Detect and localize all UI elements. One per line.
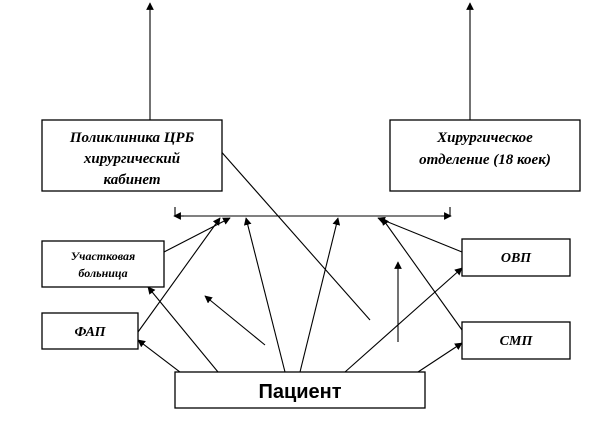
arrow-patient-to-fap [137,339,181,373]
arrow-fap-to-bus [137,217,221,333]
surgery-line1: Хирургическое [436,130,533,146]
arrow-patient-to-district [147,286,219,373]
arrow-patient-to-smp [417,342,463,373]
district-hospital-line1: Участковая [71,249,135,263]
arrow-patient-to-bus-a [243,217,286,373]
arrow-middle-left [204,295,266,346]
arrow-patient-to-bus-b [299,217,341,373]
line-polyclinic-diagonal [194,121,371,321]
polyclinic-line2: хирургический [83,151,180,167]
ovp-label: ОВП [501,251,532,266]
polyclinic-line3: кабинет [103,172,160,188]
district-hospital-box: Участковая больница [41,240,165,288]
smp-label: СМП [500,334,534,349]
arrow-district-to-bus [163,217,231,253]
district-hospital-line2: больница [78,266,127,280]
patient-box: Пациент [174,371,426,409]
fap-box: ФАП [41,312,139,350]
polyclinic-line1: Поликлиника ЦРБ [69,130,195,146]
arrow-smp-to-bus [381,217,463,331]
surgery-line2: отделение (18 коек) [419,152,551,168]
polyclinic-box: Поликлиника ЦРБ хирургический кабинет [41,119,223,192]
ovp-box: ОВП [461,238,571,277]
surgery-department-box: Хирургическое отделение (18 коек) [389,119,581,192]
fap-label: ФАП [74,325,106,340]
smp-box: СМП [461,321,571,360]
arrow-ovp-to-bus [377,217,463,253]
arrow-patient-to-ovp [344,267,463,373]
patient-label: Пациент [258,381,341,403]
